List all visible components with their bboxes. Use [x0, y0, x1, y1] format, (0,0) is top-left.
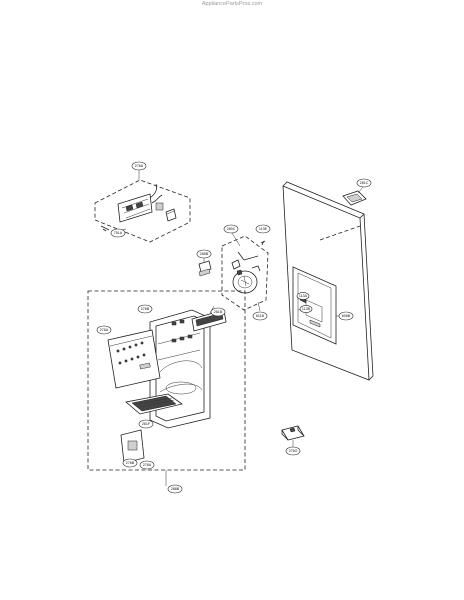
svg-text:288B: 288B — [171, 487, 180, 491]
bracket-part — [281, 425, 305, 447]
svg-text:261F: 261F — [142, 422, 151, 426]
svg-text:751A: 751A — [114, 231, 123, 235]
callout-113b: 113B — [299, 305, 313, 313]
callout-288b: 288B — [167, 484, 183, 494]
source-watermark: AppliancePartsPros.com — [201, 1, 263, 7]
svg-text:276B: 276B — [141, 307, 150, 311]
callout-751a: 751A — [110, 228, 126, 238]
svg-text:113B: 113B — [302, 307, 311, 311]
callout-281c: 281C — [356, 178, 372, 188]
svg-text:606B: 606B — [342, 314, 351, 318]
svg-text:611B: 611B — [256, 314, 265, 318]
svg-text:113E: 113E — [259, 227, 268, 231]
callout-276b-cover: 276B — [137, 304, 153, 314]
svg-text:276G: 276G — [289, 449, 298, 453]
dispenser-cover-group — [87, 290, 246, 486]
svg-text:261B: 261B — [214, 310, 223, 314]
svg-text:276A: 276A — [135, 164, 144, 168]
svg-text:276B: 276B — [126, 461, 135, 465]
callout-276a-top: 276A — [131, 161, 147, 171]
svg-text:113A: 113A — [299, 294, 308, 298]
upper-left-assembly — [94, 170, 191, 243]
callout-113e: 113E — [255, 224, 271, 234]
svg-text:281C: 281C — [360, 181, 369, 185]
callout-285b: 285B — [196, 249, 212, 259]
refrigerator-door — [282, 181, 374, 381]
svg-text:280C: 280C — [227, 227, 236, 231]
svg-text:276A: 276A — [100, 328, 109, 332]
svg-text:285B: 285B — [200, 252, 209, 256]
callout-276g: 276G — [285, 446, 301, 456]
svg-text:276A: 276A — [143, 463, 152, 467]
callout-276b-bottom: 276B — [122, 458, 138, 468]
connector-part — [198, 258, 212, 277]
callout-261f: 261F — [138, 419, 154, 429]
callout-280c: 280C — [223, 224, 239, 234]
callout-261b: 261B — [210, 307, 226, 317]
callout-276a-panel: 276A — [96, 325, 112, 335]
callout-611b: 611B — [252, 311, 268, 321]
callout-276a-bottom: 276A — [139, 460, 155, 470]
callout-606b: 606B — [338, 311, 354, 321]
callout-113a: 113A — [296, 292, 310, 300]
